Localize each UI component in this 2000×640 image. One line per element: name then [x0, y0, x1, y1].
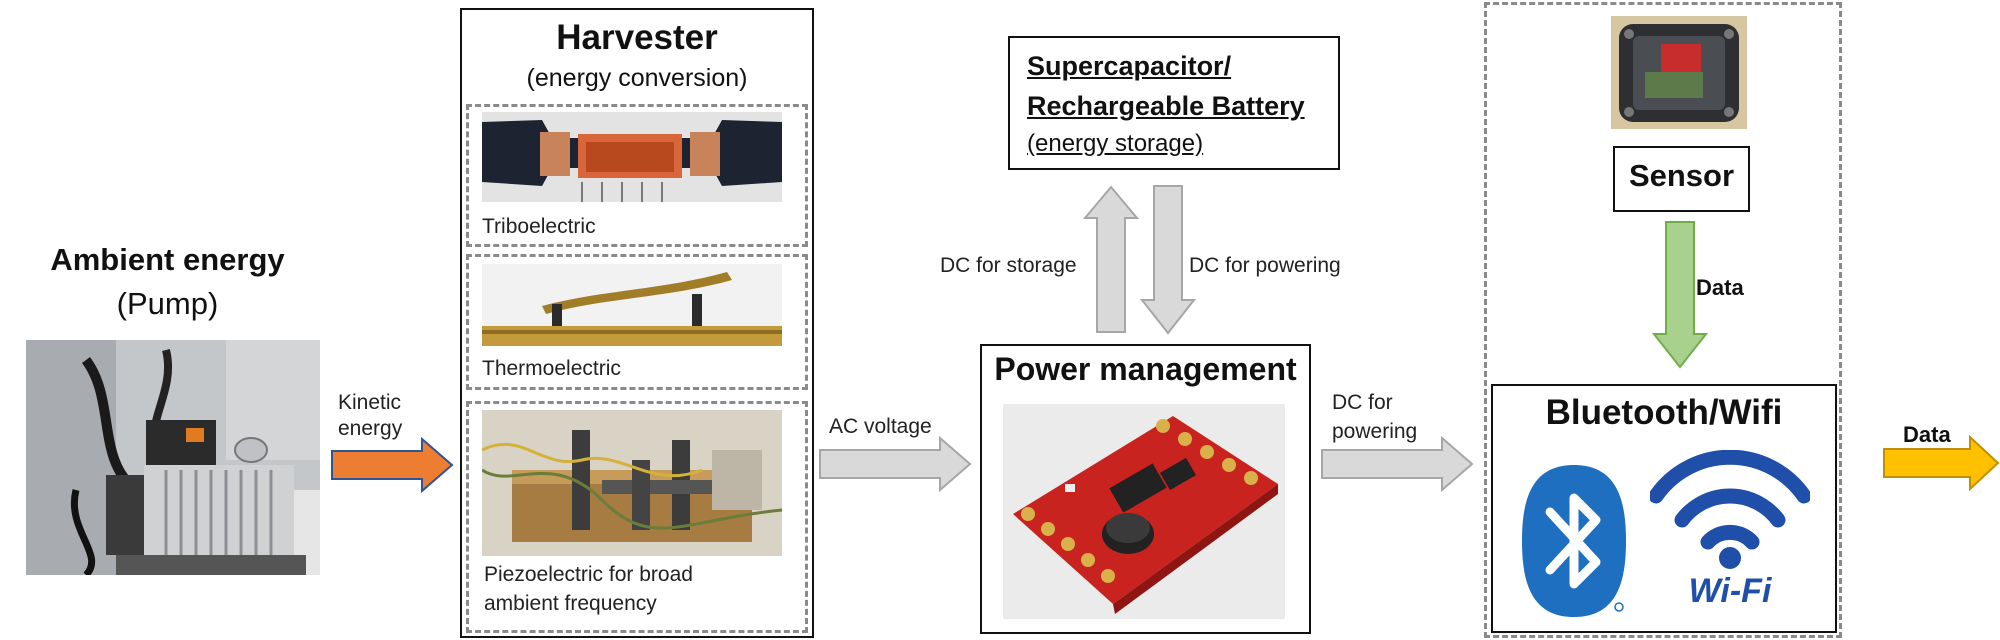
storage-box [1008, 36, 1340, 170]
storage-line2: Rechargeable Battery [1027, 91, 1305, 121]
sensor-device-photo [1611, 16, 1747, 129]
triboelectric-label: Triboelectric [482, 215, 596, 238]
dc-for-powering-arrow [1321, 436, 1474, 492]
piezoelectric-panel [466, 401, 808, 633]
pump-photo [26, 340, 320, 575]
bluetooth-wifi-title: Bluetooth/Wifi [1545, 393, 1783, 432]
triboelectric-photo [482, 112, 782, 202]
wifi-icon [1650, 450, 1810, 569]
data-arrow-down [1652, 221, 1708, 369]
harvester-title: Harvester [556, 18, 718, 57]
piezoelectric-photo [482, 410, 782, 556]
storage-line3: (energy storage) [1027, 130, 1204, 157]
dc-for-powering-output-label: DC for powering [1332, 391, 1418, 443]
triboelectric-panel [466, 104, 808, 247]
data-out-label: Data [1903, 422, 1951, 447]
bluetooth-icon [1522, 465, 1626, 617]
kinetic-energy-arrow [331, 437, 454, 493]
data-arrow-down-label: Data [1696, 275, 1744, 300]
sensor-box [1613, 146, 1750, 212]
dc-for-storage-arrow [1083, 185, 1139, 333]
power-management-title: Power management [994, 351, 1297, 387]
ambient-energy-title: Ambient energy [50, 242, 285, 277]
harvester-subtitle: (energy conversion) [526, 64, 748, 92]
dc-for-storage-label: DC for storage [940, 254, 1077, 277]
dc-for-powering-label: DC for powering [1189, 254, 1341, 277]
power-management-board-photo [1003, 404, 1285, 619]
ac-voltage-arrow [819, 436, 972, 492]
dc-for-powering-down-arrow [1140, 185, 1196, 335]
ambient-energy-subtitle: (Pump) [116, 286, 219, 321]
thermoelectric-photo [482, 264, 782, 346]
wifi-text: Wi-Fi [1688, 572, 1772, 610]
thermoelectric-label: Thermoelectric [482, 357, 621, 380]
thermoelectric-panel [466, 254, 808, 390]
sensor-title: Sensor [1628, 158, 1735, 193]
data-out-arrow [1883, 434, 2000, 492]
storage-line1: Supercapacitor/ [1027, 51, 1232, 81]
ac-voltage-label: AC voltage [829, 415, 932, 438]
kinetic-energy-label: Kinetic energy [338, 391, 403, 440]
piezoelectric-label: Piezoelectric for broad ambient frequenc… [484, 563, 693, 615]
sensor-node-outline [1484, 2, 1842, 638]
